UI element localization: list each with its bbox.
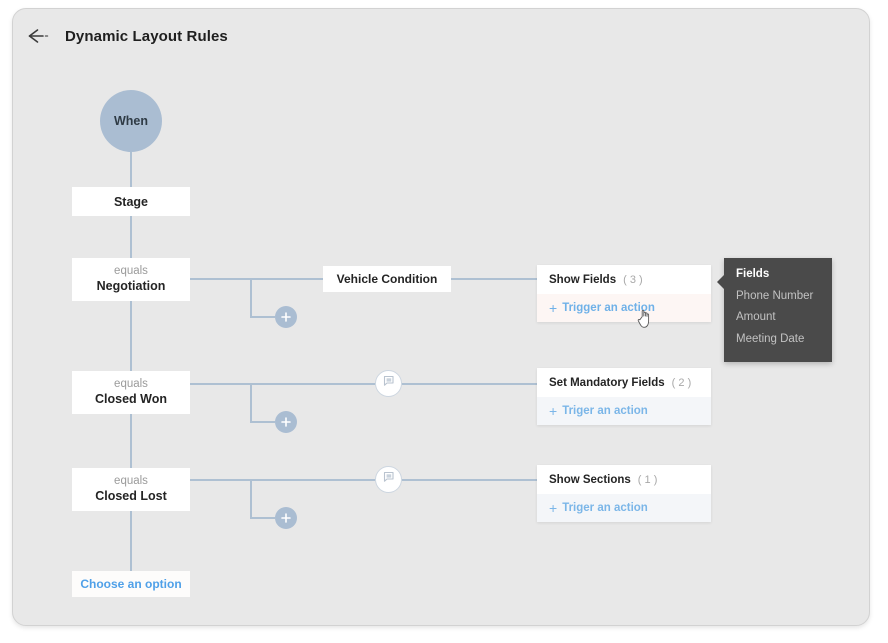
plus-icon: [280, 311, 292, 323]
stage-label: Stage: [113, 194, 149, 209]
action-card-show-sections[interactable]: Show Sections ( 1 ) + Triger an action: [537, 465, 711, 522]
trigger-action-link[interactable]: + Triger an action: [537, 494, 711, 522]
action-card-title: Show Fields: [549, 273, 617, 286]
trigger-action-label: Triger an action: [562, 405, 648, 417]
add-condition-button-3[interactable]: [275, 507, 297, 529]
condition-value: Closed Won: [95, 392, 167, 407]
tooltip-item: Phone Number: [736, 290, 814, 302]
condition-operator: equals: [114, 377, 148, 390]
stage-field-box[interactable]: Stage: [72, 187, 190, 216]
trigger-action-link[interactable]: + Triger an action: [537, 397, 711, 425]
condition-value: Closed Lost: [95, 489, 167, 504]
trigger-action-label: Trigger an action: [562, 302, 655, 314]
page-title: Dynamic Layout Rules: [65, 27, 228, 45]
condition-value: Negotiation: [96, 279, 166, 294]
back-arrow-icon[interactable]: [24, 26, 52, 46]
condition-box-closed-won[interactable]: equals Closed Won: [72, 371, 190, 414]
action-card-header: Show Sections ( 1 ): [537, 465, 711, 494]
action-card-set-mandatory-fields[interactable]: Set Mandatory Fields ( 2 ) + Triger an a…: [537, 368, 711, 425]
add-condition-button-1[interactable]: [275, 306, 297, 328]
tooltip-item: Meeting Date: [736, 332, 805, 345]
condition-box-closed-lost[interactable]: equals Closed Lost: [72, 468, 190, 511]
comment-bubble-node-2[interactable]: [375, 466, 402, 493]
condition-operator: equals: [114, 264, 148, 277]
action-card-count: ( 1 ): [637, 473, 658, 486]
comment-bubble-icon: [382, 374, 396, 393]
choose-an-option-label: Choose an option: [80, 577, 182, 591]
action-card-header: Show Fields ( 3 ): [537, 265, 711, 294]
when-label: When: [113, 114, 149, 128]
action-card-show-fields[interactable]: Show Fields ( 3 ) + Trigger an action: [537, 265, 711, 322]
when-trigger-node[interactable]: When: [100, 90, 162, 152]
fields-tooltip: Fields Phone Number Amount Meeting Date: [717, 258, 832, 362]
tooltip-title: Fields: [736, 268, 770, 280]
action-card-count: ( 3 ): [623, 273, 643, 286]
plus-icon: [280, 416, 292, 428]
page-header: Dynamic Layout Rules: [24, 26, 228, 46]
plus-icon: [280, 512, 292, 524]
comment-bubble-node-1[interactable]: [375, 370, 402, 397]
plus-icon: +: [549, 500, 558, 516]
trigger-action-link[interactable]: + Trigger an action: [537, 294, 711, 322]
action-card-title: Set Mandatory Fields: [549, 376, 665, 389]
comment-bubble-icon: [382, 470, 396, 489]
condition-box-negotiation[interactable]: equals Negotiation: [72, 258, 190, 301]
vehicle-condition-label: Vehicle Condition: [336, 272, 438, 286]
action-card-header: Set Mandatory Fields ( 2 ): [537, 368, 711, 397]
plus-icon: +: [549, 403, 558, 419]
choose-an-option-button[interactable]: Choose an option: [72, 571, 190, 597]
add-condition-button-2[interactable]: [275, 411, 297, 433]
condition-operator: equals: [114, 474, 148, 487]
tooltip-item: Amount: [736, 311, 776, 324]
plus-icon: +: [549, 300, 558, 316]
vehicle-condition-box[interactable]: Vehicle Condition: [323, 266, 451, 292]
trigger-action-label: Triger an action: [562, 502, 648, 514]
action-card-title: Show Sections: [549, 473, 631, 486]
action-card-count: ( 2 ): [671, 376, 692, 389]
